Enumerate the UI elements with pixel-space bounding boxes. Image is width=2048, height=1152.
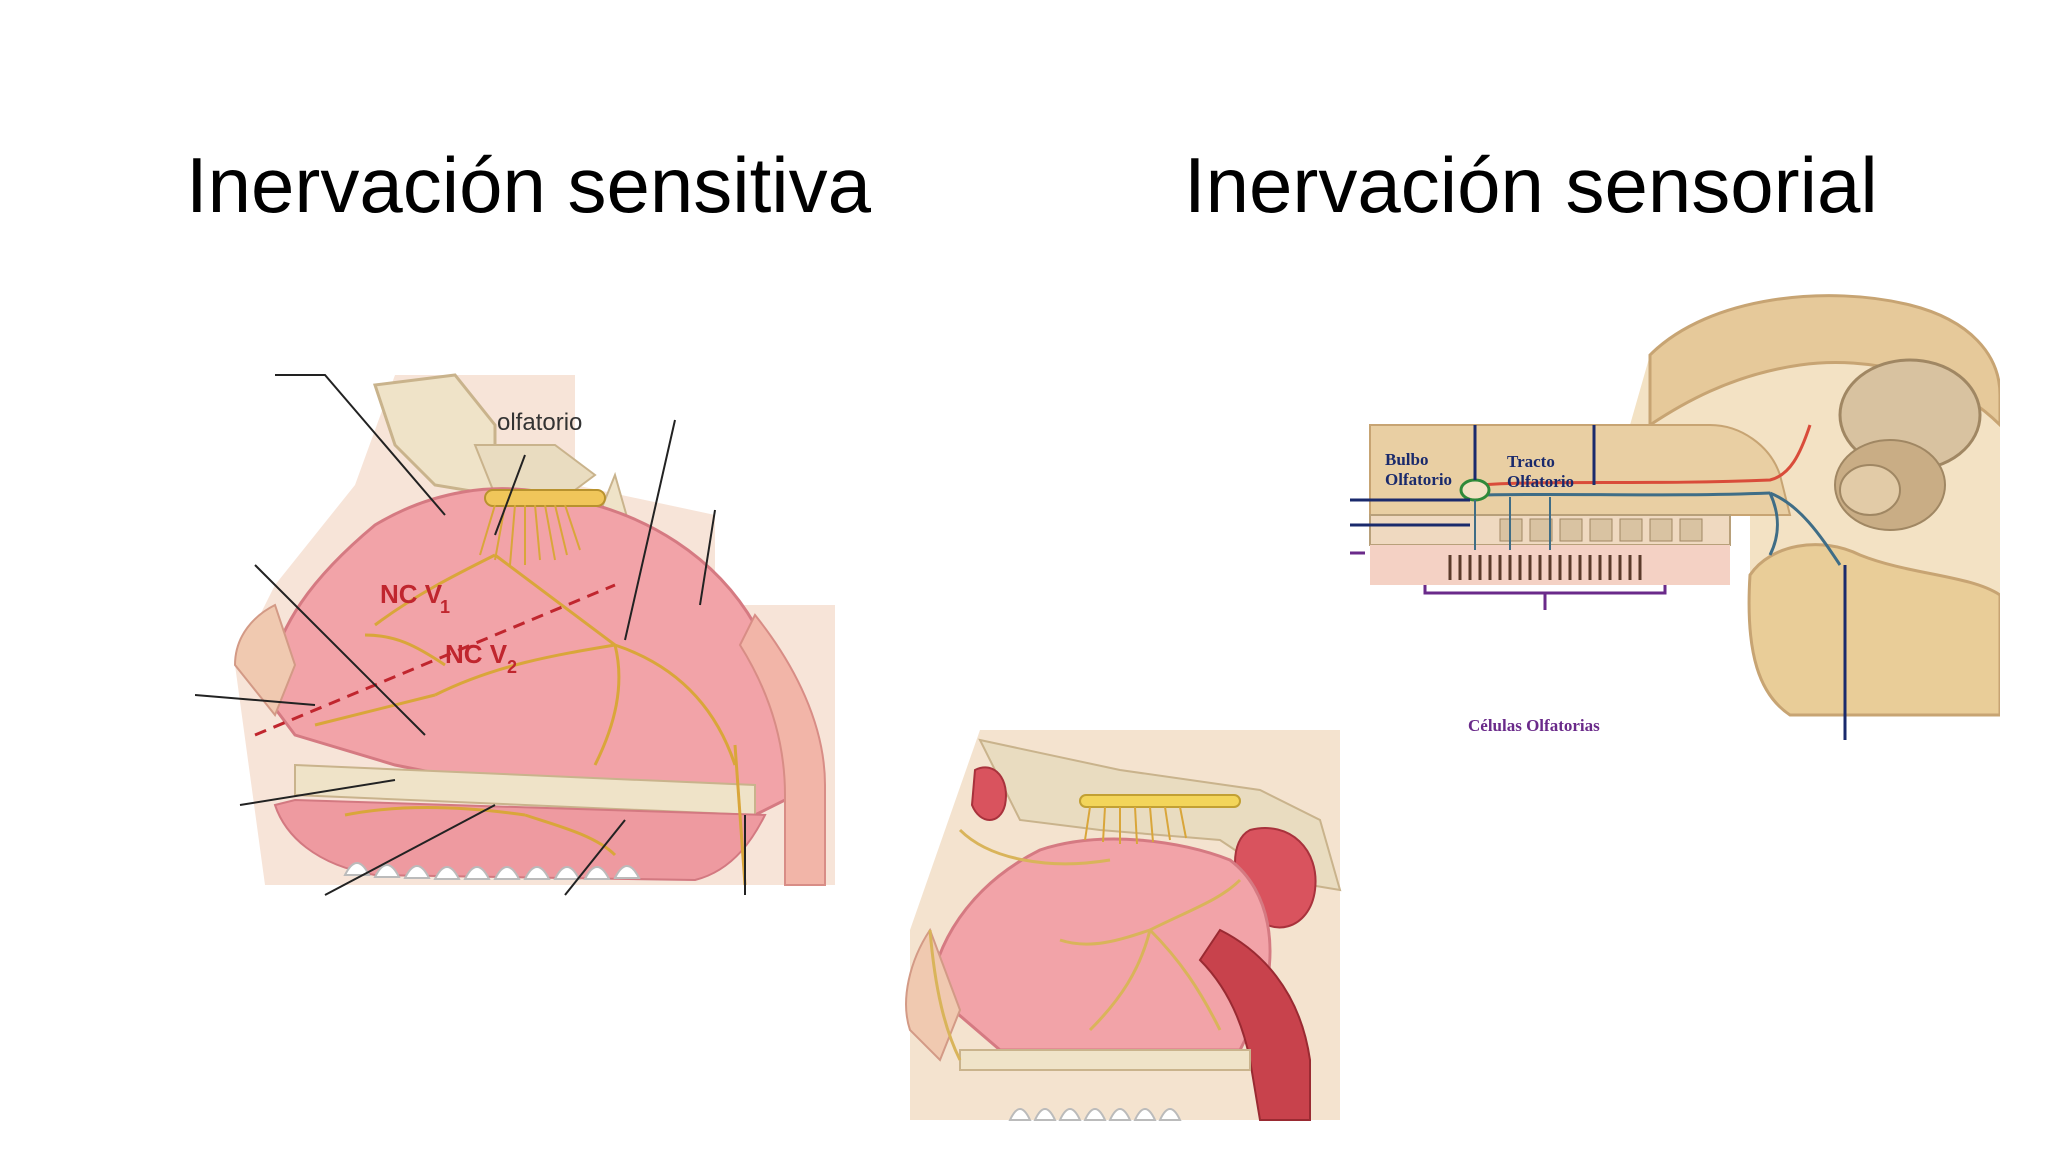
label-olfactory-cut: olfatorio (497, 409, 582, 436)
label-nc-v2: NC V (445, 639, 508, 669)
nerve-branches (928, 828, 1242, 1061)
olfactory-bulb (1459, 478, 1491, 502)
label-nc-v1-subscript: 1 (440, 597, 450, 617)
olfactory-bulb (1079, 794, 1241, 808)
label-nc-v1: NC V (380, 579, 443, 609)
lower-teeth (1008, 1108, 1182, 1121)
olfactory-pathway-illustration: Bulbo Olfatorio Tracto Olfatorio Células… (1350, 275, 2000, 740)
olfactory-fibers (1084, 806, 1187, 845)
label-tracto-olfatorio: Olfatorio (1507, 472, 1574, 491)
trigeminal-nerve-branches (314, 553, 747, 886)
label-nc-v2-subscript: 2 (507, 657, 517, 677)
title-sensitive-innervation: Inervación sensitiva (186, 141, 872, 229)
figure-olfactory-pathway: Bulbo Olfatorio Tracto Olfatorio Células… (1350, 275, 2000, 740)
label-celulas-olfatorias: Células Olfatorias (1468, 716, 1600, 735)
teeth (343, 862, 641, 880)
olfactory-bulb (484, 489, 606, 507)
nasal-olfactory-illustration (905, 730, 1342, 1121)
label-tracto: Tracto (1507, 452, 1555, 471)
nasal-sensitive-illustration: olfatorio NC V 1 NC V 2 (195, 373, 835, 896)
v1-v2-division-line (254, 583, 616, 737)
temporal-lobe (1747, 543, 2000, 717)
frontal-sinus (970, 766, 1007, 821)
figure-nasal-olfactory (900, 730, 1350, 1130)
olfactory-cells-bracket (1350, 551, 1667, 610)
leader-lines (1350, 425, 1847, 740)
title-sensory-innervation: Inervación sensorial (1184, 141, 1878, 229)
cerebral-cortex (1648, 294, 2000, 428)
leader-lines (195, 374, 746, 896)
label-bulbo: Bulbo (1385, 450, 1428, 469)
olfactory-fibers (479, 504, 581, 566)
label-bulbo-olfatorio: Olfatorio (1385, 470, 1452, 489)
olfactory-tract (1479, 424, 1842, 566)
olfactory-cells (1448, 555, 1642, 580)
figure-nasal-sensitive-innervation: olfatorio NC V 1 NC V 2 (195, 365, 845, 905)
